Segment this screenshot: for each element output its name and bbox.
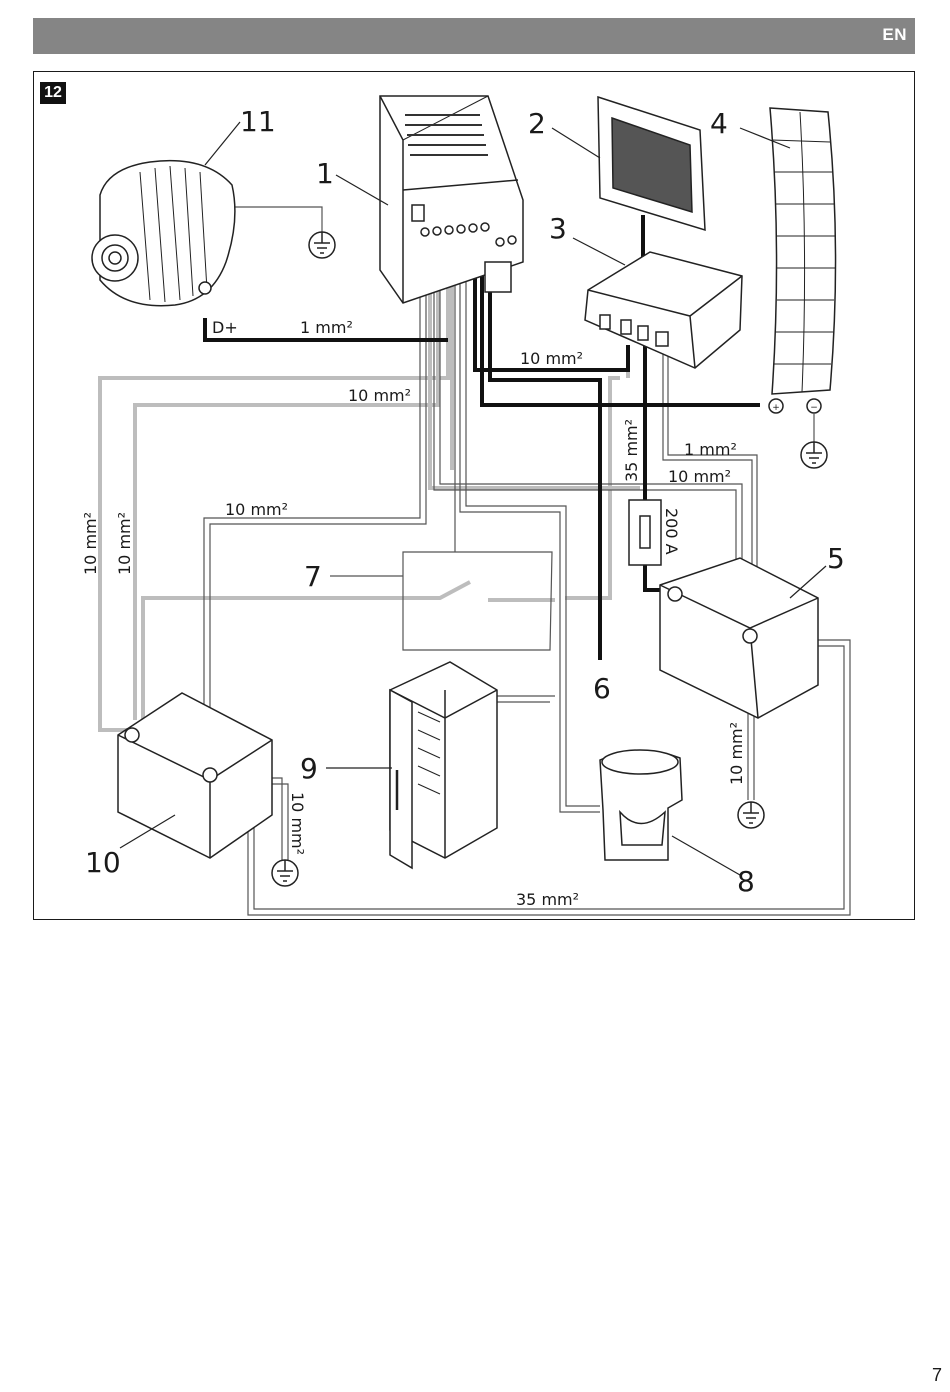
callout-9: 9: [300, 752, 318, 785]
figure-number: 12: [40, 82, 66, 104]
callout-5: 5: [827, 542, 845, 575]
light-wires: [98, 270, 640, 732]
label-10mm-b: 10 mm²: [348, 386, 411, 405]
callout-6: 6: [593, 672, 611, 705]
header-bar: EN: [33, 18, 915, 54]
svg-text:+: +: [772, 403, 780, 413]
label-10mm-c: 10 mm²: [225, 500, 288, 519]
starter-battery: [117, 692, 273, 859]
ground-symbol-solar: [800, 441, 828, 469]
label-10mm-left2: 10 mm²: [115, 512, 134, 575]
callout-8: 8: [737, 865, 755, 898]
label-1mm-right: 1 mm²: [684, 440, 737, 459]
coffee-machine: [599, 749, 683, 861]
service-battery: [659, 557, 819, 719]
display-unit: [597, 95, 706, 232]
figure-frame: [33, 71, 915, 920]
alternator: [91, 159, 236, 307]
ground-symbol-battery5: [737, 801, 765, 829]
label-35mm-bottom: 35 mm²: [516, 890, 579, 909]
charger-device: [379, 95, 524, 304]
fuse-holder: [628, 499, 662, 566]
label-10mm-a: 10 mm²: [520, 349, 583, 368]
callout-11: 11: [240, 105, 276, 138]
solar-panel: + −: [768, 107, 837, 414]
leader-lines: [119, 121, 827, 876]
label-35mm-vertical: 35 mm²: [622, 419, 641, 482]
junction-box: [584, 251, 743, 369]
label-d-plus: D+: [212, 318, 238, 337]
callout-2: 2: [528, 107, 546, 140]
language-label: EN: [882, 25, 907, 44]
svg-text:−: −: [810, 403, 818, 413]
label-10mm-battery5: 10 mm²: [727, 722, 746, 785]
callout-1: 1: [316, 157, 334, 190]
label-10mm-left1: 10 mm²: [81, 512, 100, 575]
callout-3: 3: [549, 212, 567, 245]
callout-7: 7: [304, 560, 322, 593]
callout-10: 10: [85, 846, 121, 879]
label-10mm-right: 10 mm²: [668, 467, 731, 486]
ground-symbol-alternator: [308, 231, 336, 259]
label-1mm-top: 1 mm²: [300, 318, 353, 337]
label-10mm-battery10: 10 mm²: [288, 792, 307, 855]
label-fuse-200a: 200 A: [662, 508, 681, 555]
ground-symbol-battery10: [271, 859, 299, 887]
page-number: 7: [931, 1365, 942, 1385]
heavy-wires: [203, 215, 760, 660]
callout-4: 4: [710, 107, 728, 140]
refrigerator: [389, 661, 498, 870]
